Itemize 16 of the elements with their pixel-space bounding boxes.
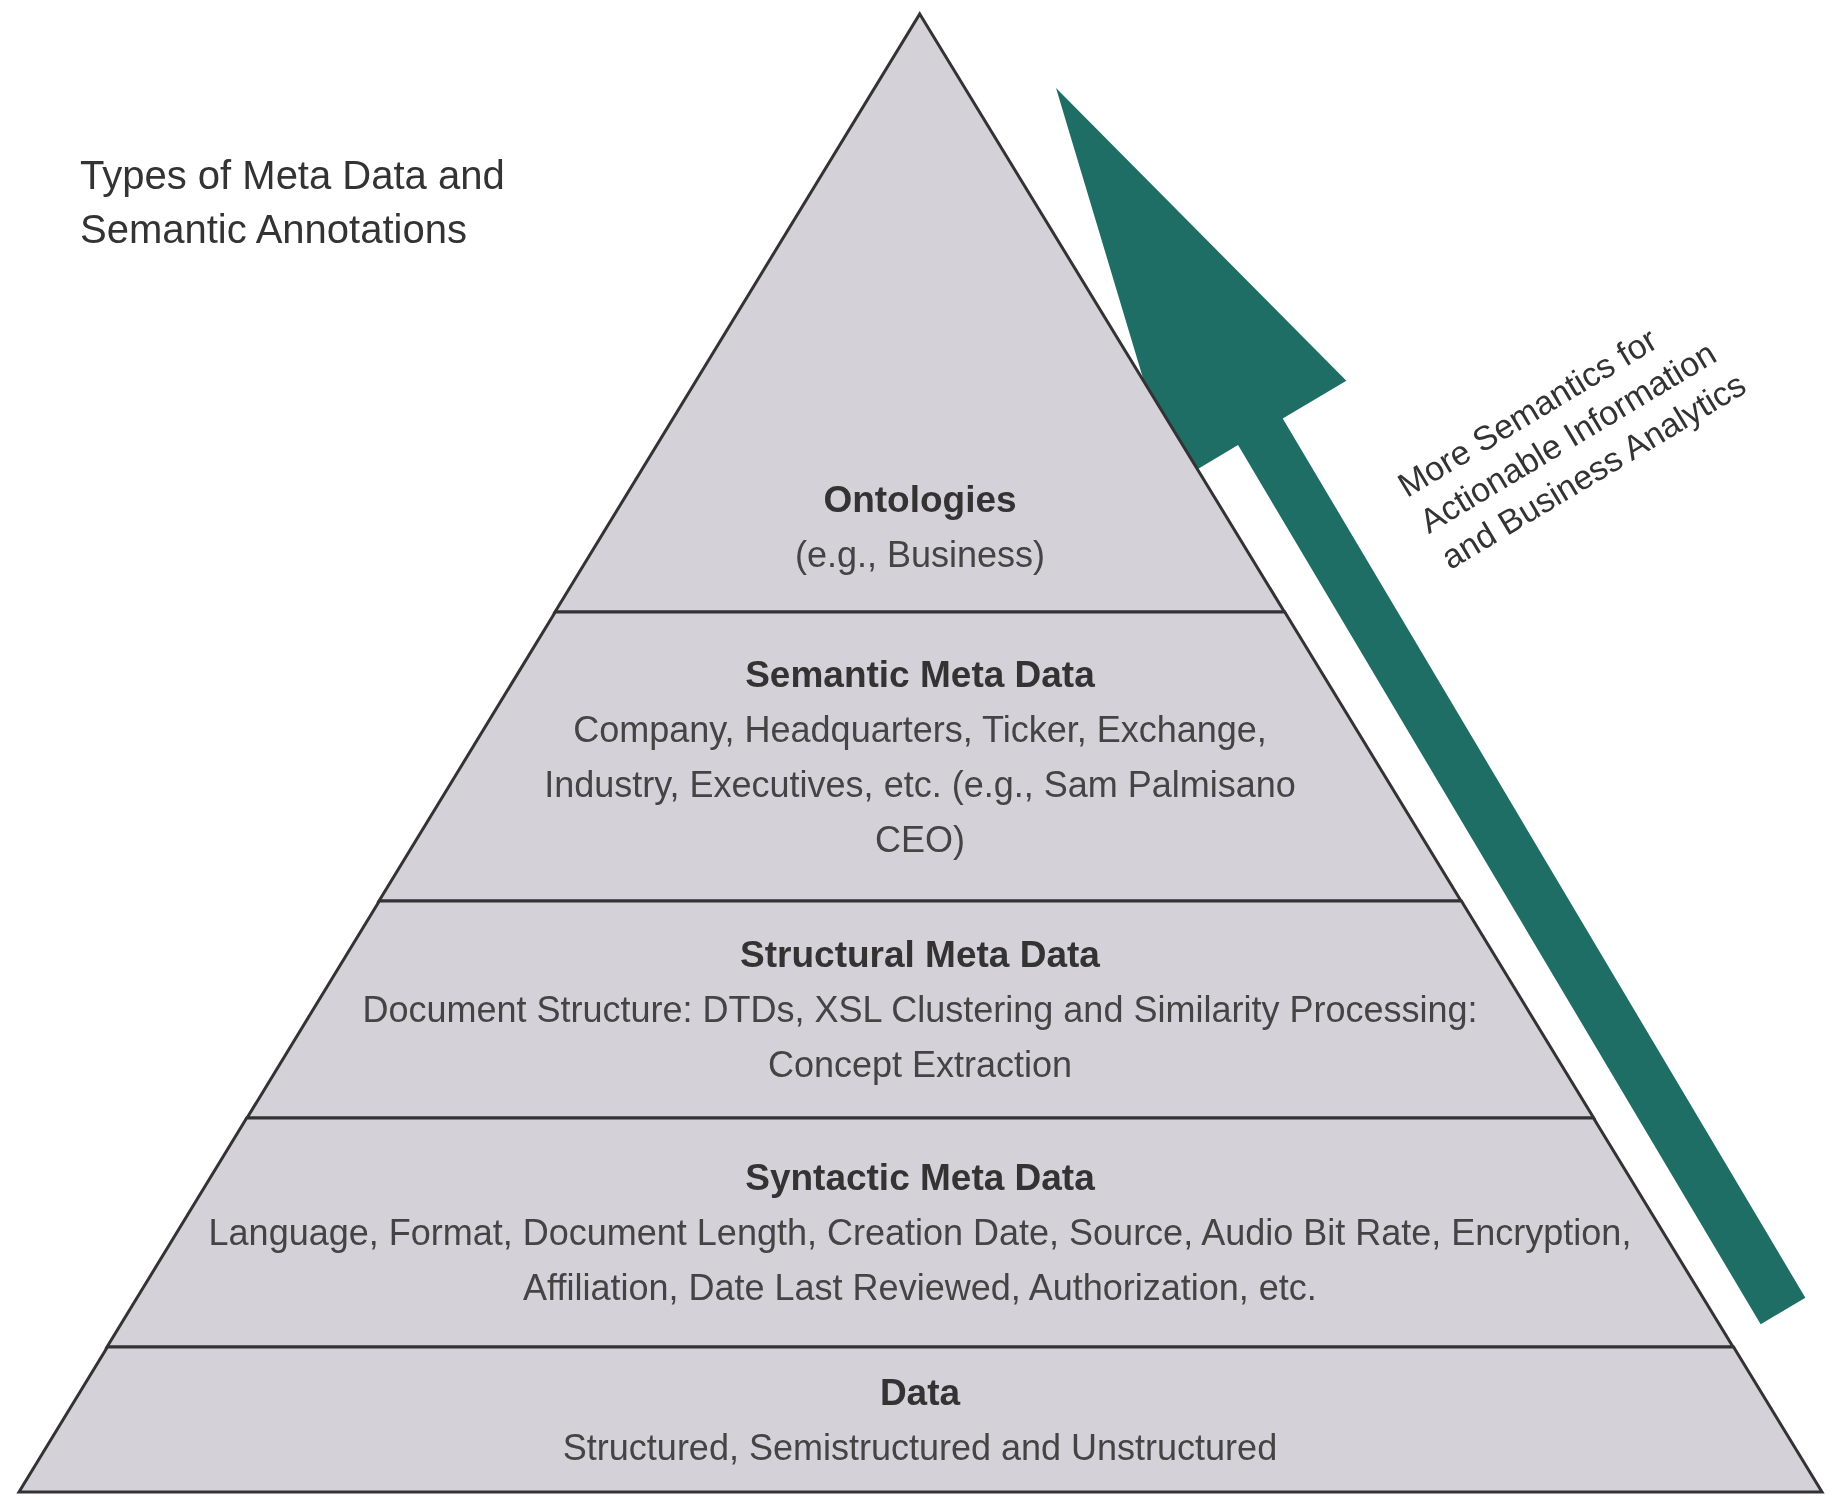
pyramid-layer [378,612,1461,901]
pyramid-layer [106,1118,1734,1347]
layer-description: Document Structure: DTDs, XSL Clustering and Similarity Processing: Concept Extraction [361,988,1479,1087]
layer-heading: Semantic Meta Data [745,652,1095,697]
layer-description: Language, Format, Document Length, Creation Date, Source, Audio Bit Rate, Encryption, Affiliation, Date Last Reviewed, Authorization, etc. [207,1211,1633,1310]
layer-heading: Ontologies [823,478,1017,522]
pyramid-layer [246,901,1594,1118]
diagram-title: Types of Meta Data and Semantic Annotations [80,152,506,253]
layer-heading: Structural Meta Data [740,933,1100,977]
layer-description: Company, Headquarters, Ticker, Exchange, Industry, Executives, etc. (e.g., Sam Palmisano CEO) [543,707,1297,862]
pyramid-apex [555,14,1285,612]
layer-heading: Data [879,1370,961,1415]
pyramid-layer [18,1347,1822,1492]
layer-description: (e.g., Business) [794,533,1046,577]
layer-heading: Syntactic Meta Data [745,1156,1095,1200]
layer-description: Structured, Semistructured and Unstructured [562,1425,1278,1470]
